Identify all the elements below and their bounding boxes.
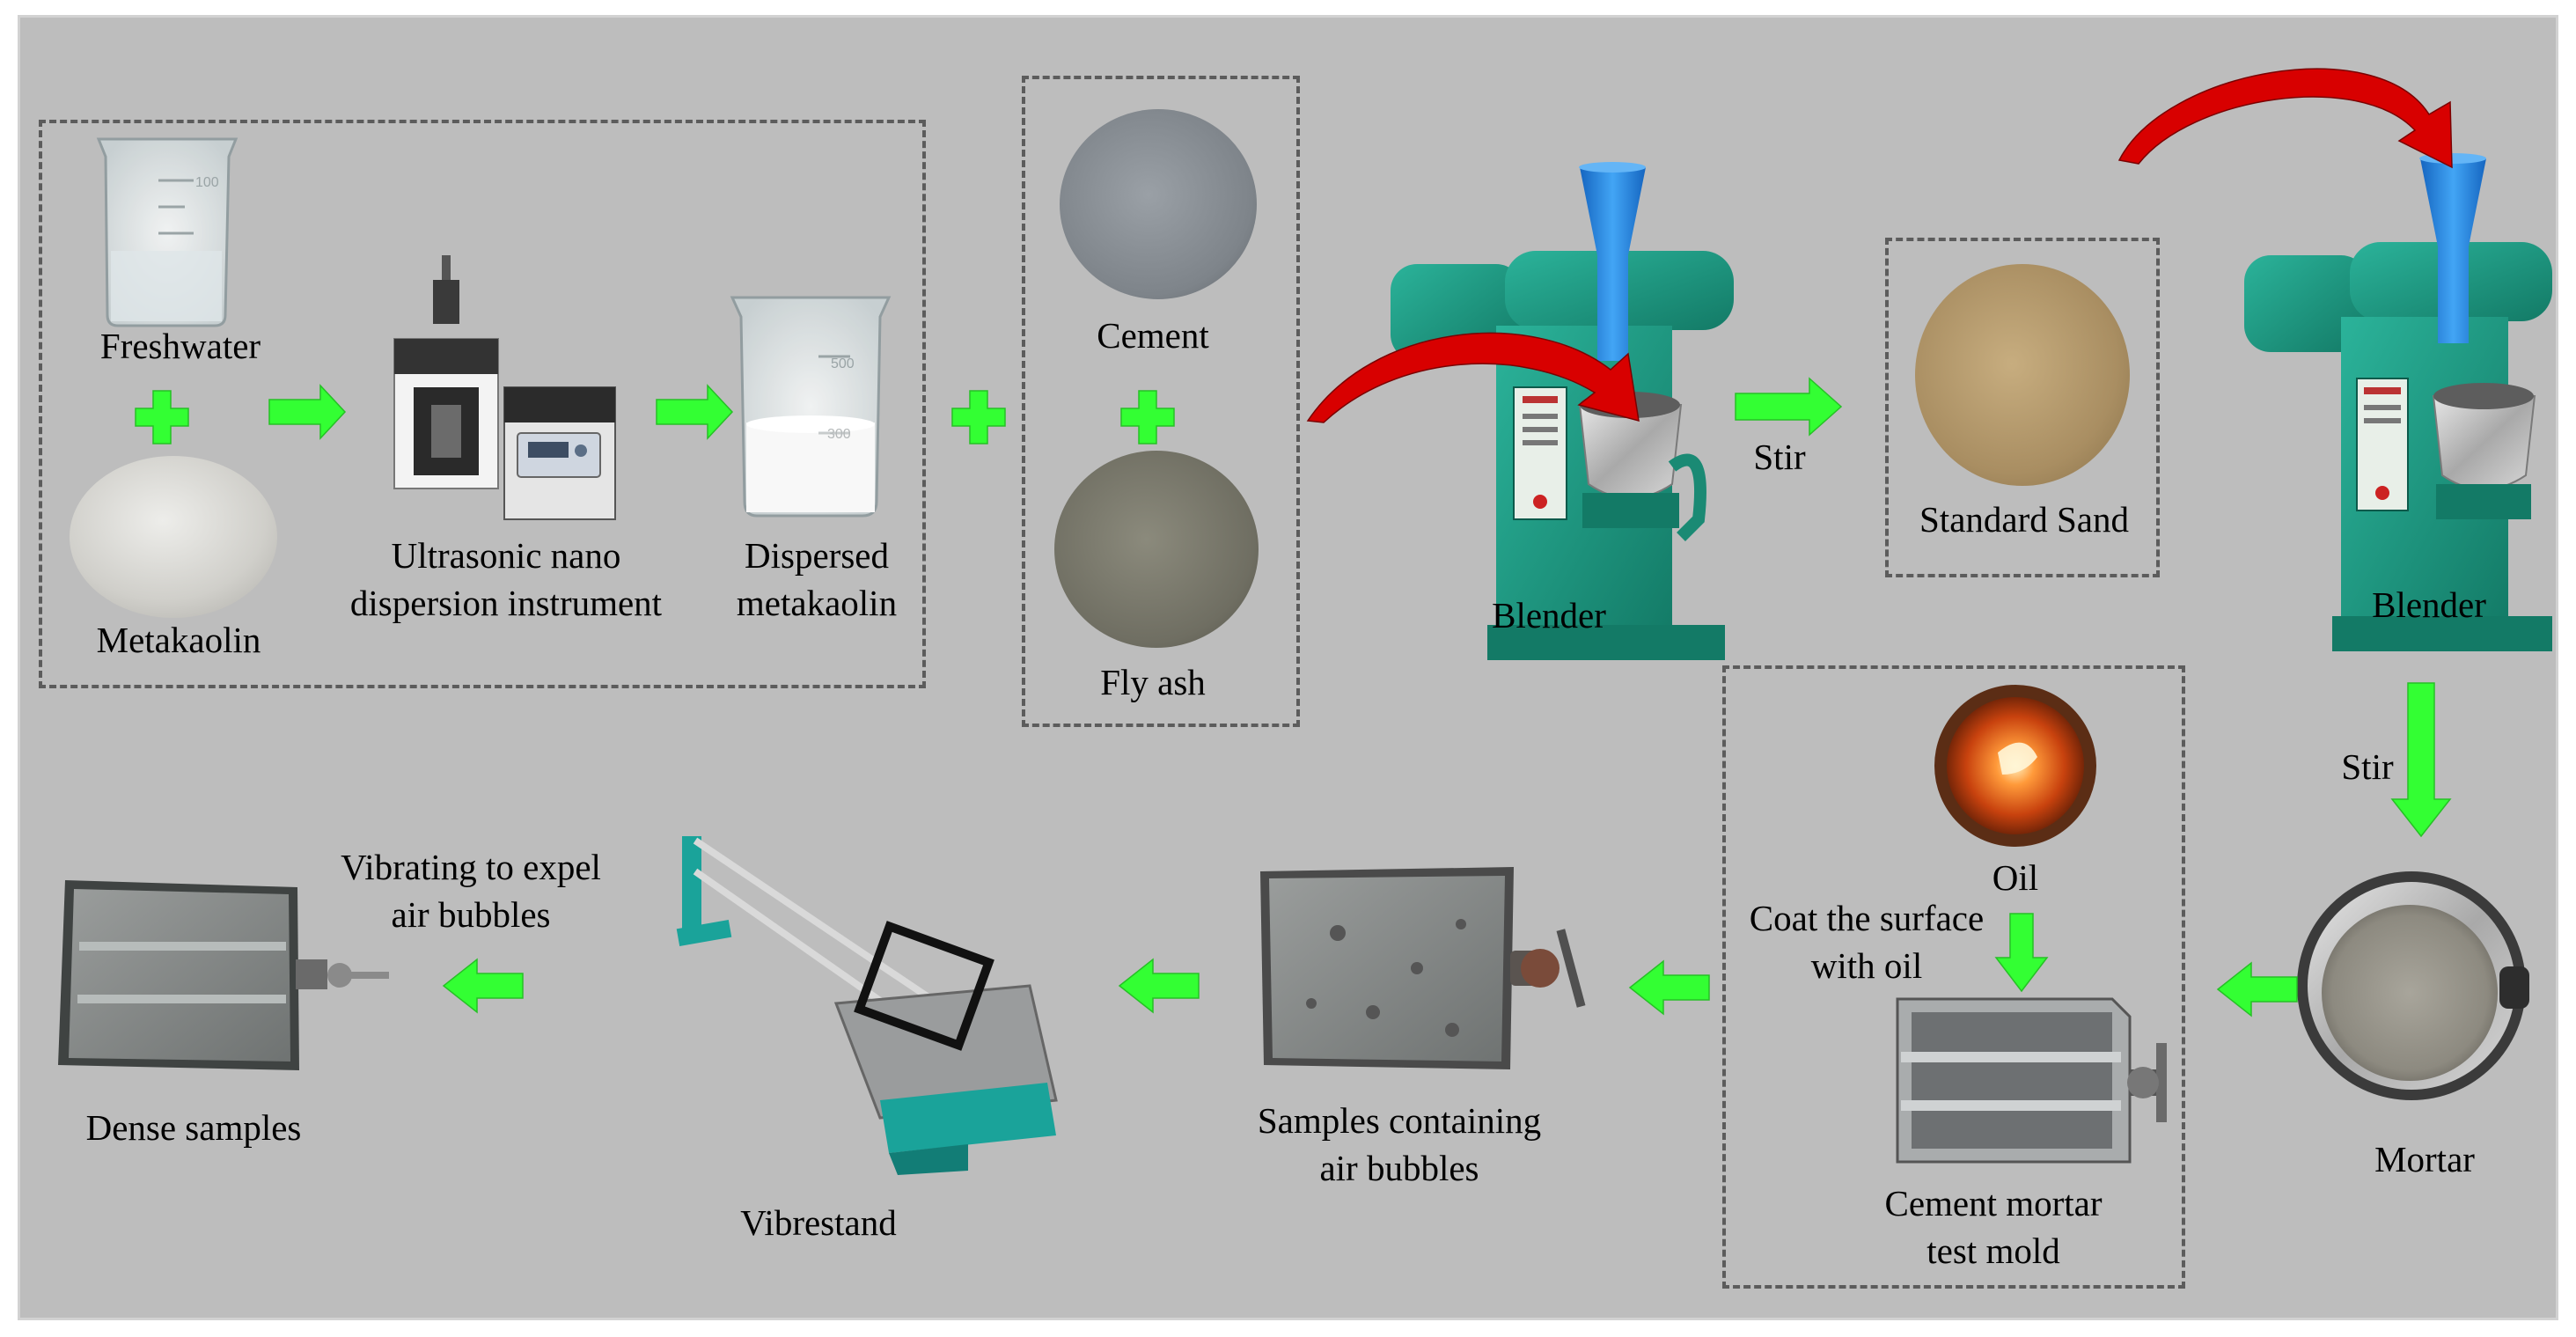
label-samples-line2: air bubbles <box>1319 1148 1479 1189</box>
label-vibrating: Vibrating to expel air bubbles <box>299 843 642 938</box>
label-vibrating-line2: air bubbles <box>391 894 551 936</box>
beaker-mark-label: 500 <box>831 356 855 371</box>
label-coat-line1: Coat the surface <box>1749 898 1985 938</box>
label-ultrasonic-line1: Ultrasonic nano <box>391 535 621 576</box>
cement-powder-image <box>1060 109 1257 299</box>
label-blender-2: Blender <box>2372 584 2486 625</box>
label-vibrating-line1: Vibrating to expel <box>341 847 601 887</box>
fly-ash-powder-image <box>1054 451 1259 648</box>
label-dense-samples: Dense samples <box>85 1107 302 1148</box>
beaker-mark-label: 100 <box>195 175 219 190</box>
label-standard-sand: Standard Sand <box>1919 499 2129 540</box>
arrow-left-icon <box>1118 958 1200 1014</box>
label-mold-line1: Cement mortar <box>1884 1183 2103 1223</box>
arrow-down-icon <box>1994 913 2049 993</box>
label-samples-line1: Samples containing <box>1257 1100 1542 1141</box>
curved-arrow-icon <box>2117 68 2453 169</box>
label-freshwater: Freshwater <box>99 326 261 366</box>
label-bubbly-samples: Samples containing air bubbles <box>1215 1097 1584 1192</box>
arrow-left-icon <box>1628 959 1710 1016</box>
label-metakaolin: Metakaolin <box>96 620 261 660</box>
label-dispersed-metakaolin: Dispersed metakaolin <box>704 532 929 627</box>
label-stir-2: Stir <box>2341 746 2394 787</box>
arrow-left-icon <box>2216 961 2298 1017</box>
group-sand <box>1885 238 2160 577</box>
dense-samples-image <box>58 880 389 1070</box>
label-ultrasonic-instrument: Ultrasonic nano dispersion instrument <box>317 532 695 627</box>
label-test-mold: Cement mortar test mold <box>1839 1179 2147 1275</box>
bubbly-samples-image <box>1260 867 1586 1069</box>
plus-icon <box>1120 390 1175 444</box>
plus-icon <box>135 390 189 444</box>
blender-1-image <box>1391 162 1734 660</box>
group-mold <box>1722 665 2185 1289</box>
label-oil: Oil <box>1992 857 2039 898</box>
test-mold-image <box>1896 997 2167 1164</box>
curved-arrow-icon <box>1306 332 1640 423</box>
mortar-bowl-image <box>2297 871 2529 1100</box>
label-fly-ash: Fly ash <box>1100 662 1206 702</box>
arrow-right-icon <box>656 384 734 440</box>
ultrasonic-instrument-image <box>393 255 616 520</box>
plus-icon <box>951 390 1006 444</box>
label-dispersed-line2: metakaolin <box>736 583 898 624</box>
label-coat-line2: with oil <box>1810 945 1923 987</box>
label-vibrestand: Vibrestand <box>740 1202 897 1243</box>
metakaolin-powder-image <box>70 456 277 618</box>
arrow-right-icon <box>1735 377 1843 437</box>
label-coat-surface: Coat the surface with oil <box>1721 894 2012 989</box>
arrow-left-icon <box>442 958 524 1014</box>
label-ultrasonic-line2: dispersion instrument <box>349 583 663 624</box>
blender-2-image <box>2244 153 2552 651</box>
label-blender-1: Blender <box>1492 595 1606 635</box>
oil-cup-image <box>1934 685 2096 847</box>
label-mortar: Mortar <box>2374 1139 2475 1179</box>
beaker-mark-label: 300 <box>827 427 851 442</box>
arrow-right-icon <box>268 384 347 440</box>
label-stir-1: Stir <box>1753 437 1806 477</box>
label-cement: Cement <box>1097 315 1209 356</box>
standard-sand-image <box>1915 264 2130 486</box>
group-dispersion <box>39 120 926 688</box>
freshwater-beaker-image: 100 <box>96 137 239 327</box>
dispersed-metakaolin-beaker-image: 500 300 <box>730 296 892 518</box>
label-mold-line2: test mold <box>1926 1230 2060 1272</box>
label-dispersed-line1: Dispersed <box>745 535 889 576</box>
vibrestand-image <box>676 836 1058 1175</box>
group-binders <box>1022 76 1300 727</box>
arrow-down-icon <box>2390 682 2452 838</box>
